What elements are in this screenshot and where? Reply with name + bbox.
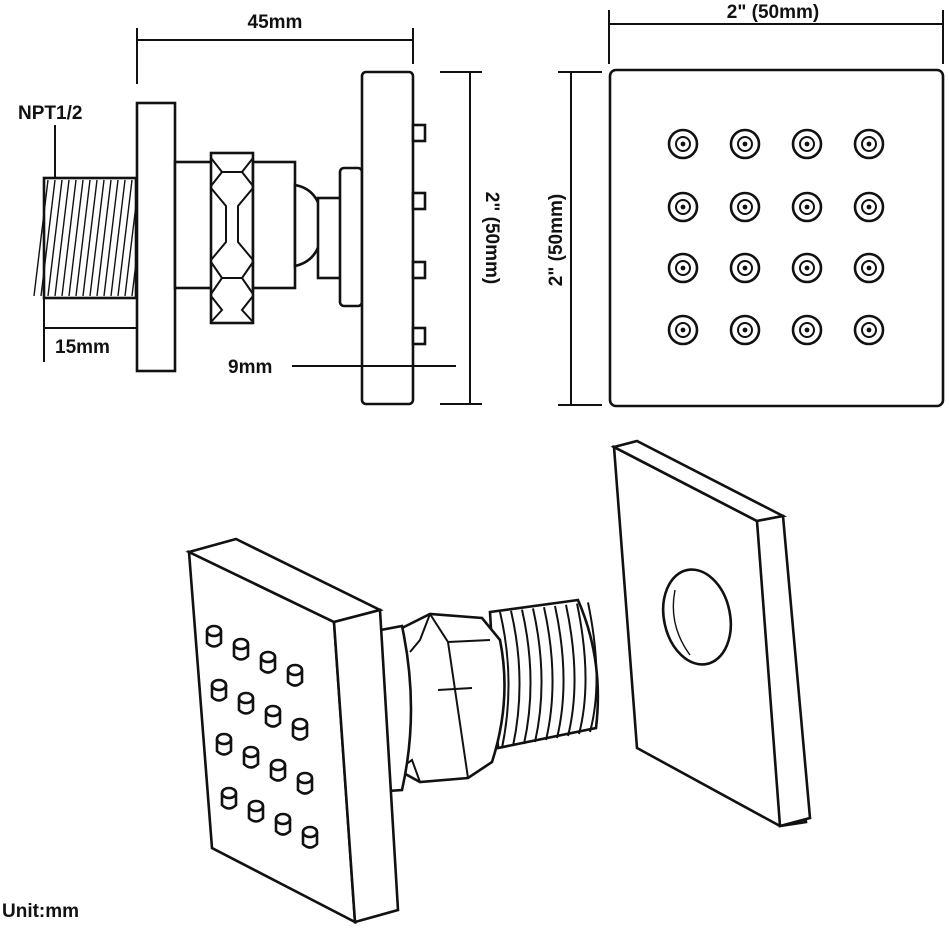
- thread-length-label: 15mm: [55, 337, 110, 358]
- front-nozzle-grid: [667, 128, 885, 346]
- hex-nut: [209, 151, 255, 325]
- length-label: 45mm: [248, 12, 303, 33]
- thread-section: NPT1/2 15mm: [18, 103, 154, 362]
- thread-ridge: [554, 605, 565, 739]
- nozzle: [853, 252, 885, 284]
- threaded-connector: [488, 598, 600, 750]
- iso-nozzle: [274, 812, 292, 836]
- body-collar: [251, 160, 297, 290]
- thread-line: [54, 179, 70, 297]
- face-gap-label: 9mm: [228, 357, 272, 378]
- iso-nozzle: [264, 704, 282, 728]
- thread-ridge: [510, 610, 521, 747]
- nozzle: [667, 128, 699, 160]
- thread-line: [33, 179, 49, 297]
- thread-ridge: [521, 609, 532, 745]
- iso-nozzle: [220, 786, 238, 810]
- escutcheon-hole: [661, 568, 733, 666]
- nozzle: [791, 252, 823, 284]
- swivel-neck: [316, 196, 344, 280]
- thread-ridge: [576, 603, 587, 735]
- thread-ridge: [532, 608, 543, 743]
- iso-nozzle-grid: [205, 624, 319, 849]
- nozzle: [729, 191, 761, 223]
- iso-face-plate: [185, 537, 400, 925]
- iso-nozzle: [269, 758, 287, 782]
- side-height-label: 2" (50mm): [481, 192, 502, 284]
- thread-line: [96, 179, 112, 297]
- front-view: 2" (50mm) 2" (50mm): [546, 2, 945, 408]
- mounting-flange: [135, 101, 177, 373]
- thread-line: [103, 179, 119, 297]
- connector-threads: [499, 602, 598, 749]
- escutcheon-plate: [610, 439, 812, 828]
- thread-ridge: [499, 611, 510, 749]
- thread-line: [89, 179, 105, 297]
- iso-nozzle: [301, 825, 319, 849]
- iso-nozzle: [296, 771, 314, 795]
- iso-nozzle: [210, 678, 228, 702]
- dimension-front-height: 2" (50mm): [546, 71, 602, 406]
- iso-nozzle: [247, 799, 265, 823]
- nozzle: [853, 128, 885, 160]
- thread-ridge: [587, 602, 598, 733]
- front-width-label: 2" (50mm): [727, 2, 819, 23]
- dimension-side-height: 2" (50mm): [440, 71, 502, 405]
- dimension-front-width: 2" (50mm): [608, 2, 944, 64]
- face-plate-side: [360, 70, 415, 406]
- nozzle: [729, 128, 761, 160]
- nozzle: [853, 314, 885, 346]
- thread-line: [40, 179, 56, 297]
- iso-nozzle: [291, 717, 309, 741]
- thread-ridge: [565, 604, 576, 737]
- nozzle: [667, 191, 699, 223]
- thread-line: [75, 179, 91, 297]
- exploded-view: [185, 439, 812, 925]
- thread-line: [110, 179, 126, 297]
- iso-nozzle: [205, 624, 223, 648]
- nozzle: [667, 252, 699, 284]
- iso-nozzle: [215, 732, 233, 756]
- nozzle: [791, 191, 823, 223]
- side-view: 45mm NPT1/2 15mm: [18, 12, 502, 406]
- side-nozzles: [411, 123, 427, 346]
- face-adapter: [338, 166, 364, 308]
- iso-nozzle: [232, 637, 250, 661]
- thread-line: [82, 179, 98, 297]
- nozzle: [729, 314, 761, 346]
- thread-label: NPT1/2: [18, 103, 82, 124]
- iso-hex-nut: [396, 612, 506, 784]
- face-plate-front: [608, 68, 945, 408]
- thread-line: [47, 179, 63, 297]
- nozzle: [853, 191, 885, 223]
- body-cylinder: [173, 160, 215, 290]
- dimension-45mm: 45mm: [136, 12, 414, 84]
- thread-ridge: [543, 606, 554, 741]
- thread-line: [61, 179, 77, 297]
- iso-nozzle: [242, 745, 260, 769]
- front-height-label: 2" (50mm): [546, 194, 567, 286]
- thread-line: [68, 179, 84, 297]
- nozzle: [791, 314, 823, 346]
- thread-line: [117, 179, 133, 297]
- iso-nozzle: [259, 650, 277, 674]
- nozzle: [791, 128, 823, 160]
- nozzle: [667, 314, 699, 346]
- unit-label: Unit:mm: [2, 901, 79, 922]
- nozzle: [729, 252, 761, 284]
- iso-nozzle: [286, 663, 304, 687]
- iso-nozzle: [237, 691, 255, 715]
